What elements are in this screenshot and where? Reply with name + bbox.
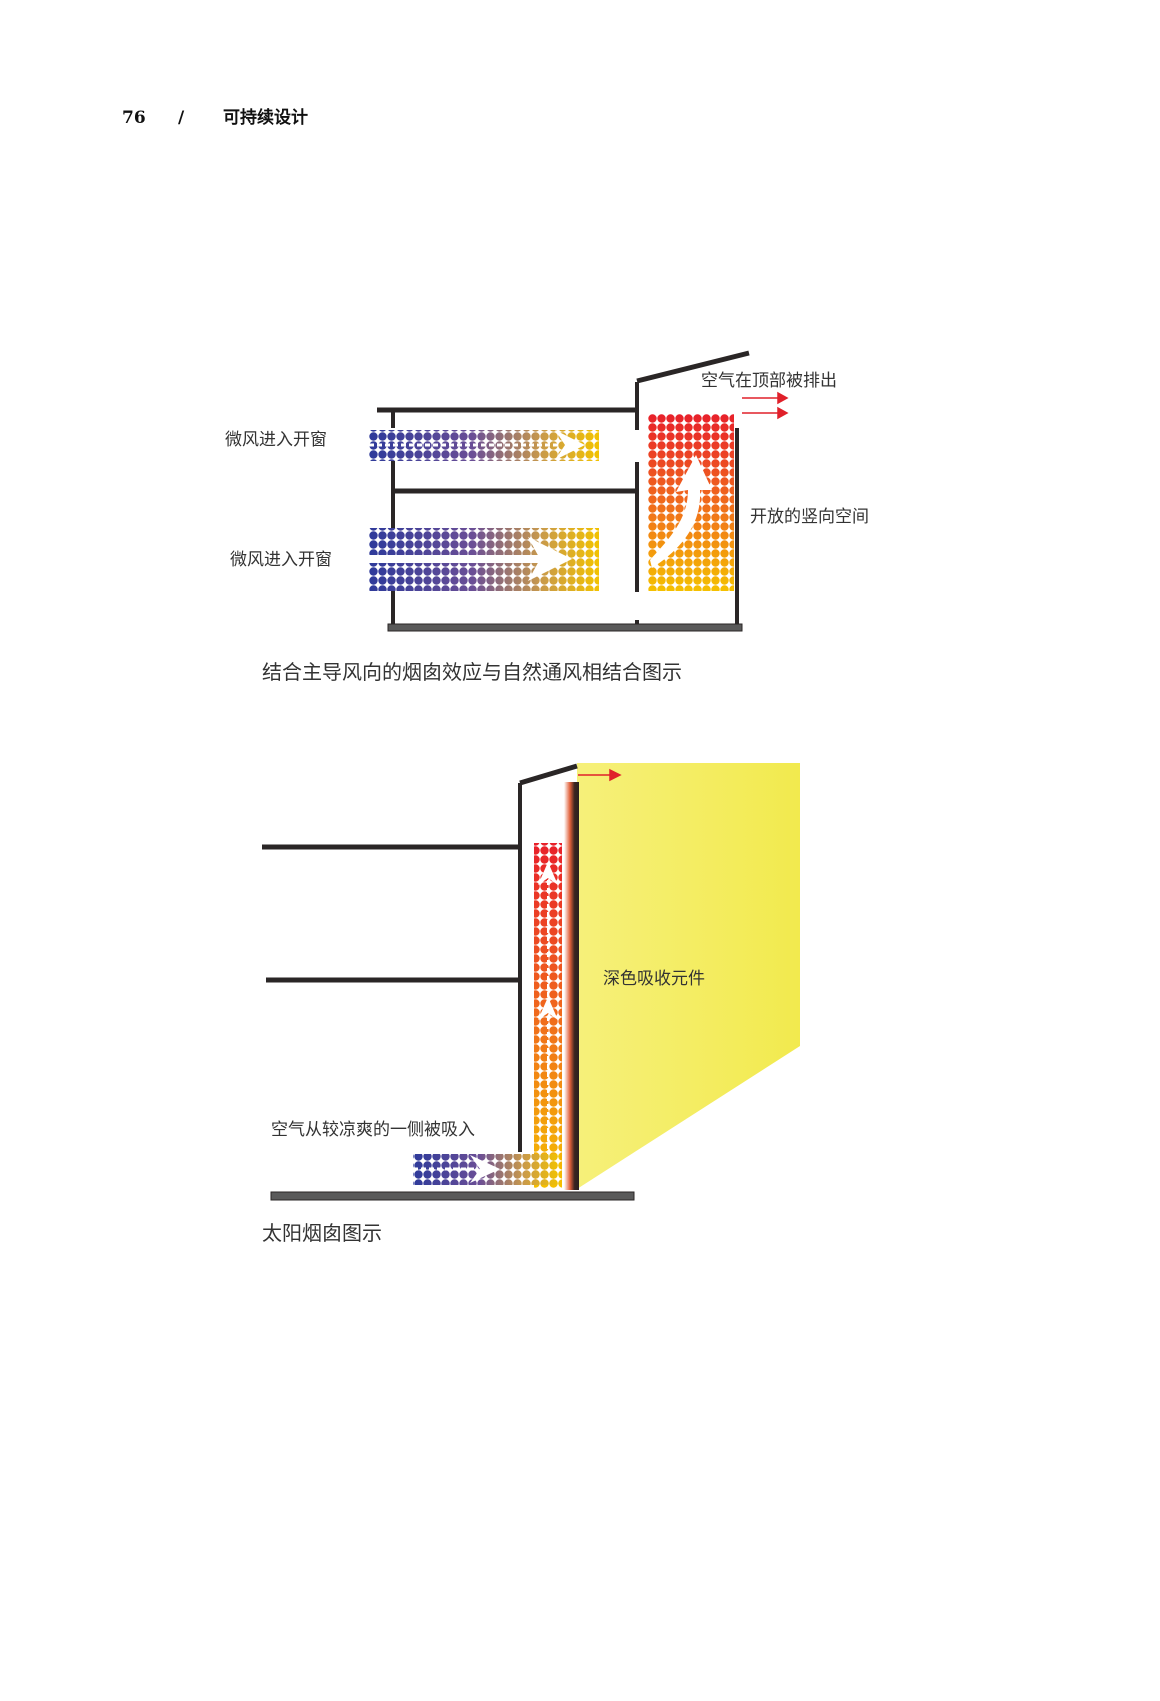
lower-airflow-arrow (528, 537, 572, 581)
figure2-diagram (262, 763, 800, 1201)
figure1-caption: 结合主导风向的烟囱效应与自然通风相结合图示 (262, 660, 682, 684)
floor-slab (387, 623, 743, 632)
figure2-caption: 太阳烟囱图示 (262, 1221, 382, 1245)
upper-airflow-arrow (555, 430, 585, 460)
exhaust-arrow (578, 768, 622, 782)
label-absorber: 深色吸收元件 (603, 969, 705, 989)
rising-air-arrow (650, 455, 712, 568)
chimney-roof (519, 763, 578, 786)
figure1-diagram (369, 350, 789, 632)
running-title: 可持续设计 (223, 108, 308, 128)
dark-absorber-strip (564, 782, 579, 1190)
label-exhaust: 空气在顶部被排出 (701, 371, 837, 391)
label-window-upper: 微风进入开窗 (225, 430, 327, 450)
label-vertical-space: 开放的竖向空间 (750, 507, 869, 527)
chimney-roof (636, 350, 750, 384)
label-window-lower: 微风进入开窗 (230, 550, 332, 570)
floor-slab (270, 1191, 635, 1201)
label-intake: 空气从较凉爽的一侧被吸入 (271, 1120, 475, 1140)
absorber-panel (577, 763, 800, 1189)
header-separator: / (178, 108, 185, 128)
exhaust-arrows (742, 391, 789, 420)
page-number: 76 (122, 108, 146, 128)
